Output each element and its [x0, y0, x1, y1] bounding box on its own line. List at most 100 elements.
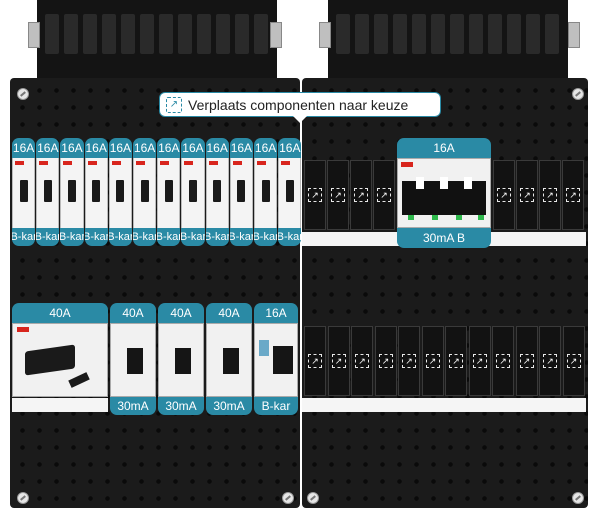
mcb-module[interactable]: [181, 158, 205, 228]
empty-slot[interactable]: ↗: [539, 326, 561, 396]
busbar-slot: [374, 14, 388, 54]
mcb-type-tag: B-kar: [133, 228, 157, 246]
mcb-module[interactable]: [84, 158, 108, 228]
empty-slot[interactable]: ↗: [327, 160, 349, 230]
empty-slot[interactable]: ↗: [515, 326, 538, 396]
mcb-type-tag: B-kar: [181, 228, 205, 246]
brand-logo: [401, 162, 413, 167]
mcb-type-tag: B-kar: [108, 228, 132, 246]
mcb-module[interactable]: [60, 158, 84, 228]
mcb-type-tag: B-kar: [157, 228, 181, 246]
brand-logo: [87, 161, 97, 165]
busbar-clip: [319, 22, 331, 48]
mcb-rating-tag: 16A: [133, 138, 157, 158]
screw: [17, 492, 29, 504]
status-indicator: [456, 215, 462, 220]
rcbo-rating-tag: 16A: [397, 138, 491, 158]
mcb-module[interactable]: [108, 158, 132, 228]
din-rail: [302, 398, 586, 412]
busbar-clip: [28, 22, 40, 48]
empty-slot[interactable]: ↗: [516, 160, 538, 230]
brand-logo: [111, 161, 121, 165]
brand-logo: [232, 161, 242, 165]
mcb-module[interactable]: [12, 158, 36, 228]
empty-slot[interactable]: ↗: [304, 326, 326, 396]
busbar-clip: [568, 22, 580, 48]
main-switch-rating-tag: 40A: [12, 303, 108, 323]
empty-slot[interactable]: ↗: [493, 160, 515, 230]
mcb-module[interactable]: [36, 158, 60, 228]
move-slot-icon: ↗: [520, 188, 534, 202]
screw: [572, 88, 584, 100]
move-slot-icon: ↗: [497, 188, 511, 202]
move-slot-icon: ↗: [402, 354, 416, 368]
rcd-lever: [223, 348, 239, 374]
empty-slot[interactable]: ↗: [304, 160, 326, 230]
empty-slot[interactable]: ↗: [327, 326, 350, 396]
brand-logo: [136, 161, 145, 165]
mcb-rating-tag: 16A: [36, 138, 60, 158]
rcbo-lever-highlight: [440, 177, 448, 189]
mcb-lever: [140, 180, 149, 202]
busbar-slot: [121, 14, 135, 54]
empty-slot[interactable]: ↗: [492, 326, 514, 396]
busbar-slot: [45, 14, 59, 54]
mcb-indicator: [259, 340, 269, 356]
tooltip-arrow: [293, 116, 307, 123]
move-slot-icon: ↗: [566, 354, 581, 368]
busbar-slot: [507, 14, 521, 54]
mcb-lever: [237, 180, 246, 202]
rcd-rating-tag-2: 40A: [158, 303, 204, 323]
move-slot-icon: ↗: [566, 188, 580, 202]
empty-slot[interactable]: ↗: [421, 326, 444, 396]
mcb-module[interactable]: [254, 158, 278, 228]
busbar-right: [328, 0, 568, 80]
mcb-type-tag: B-kar: [36, 228, 60, 246]
mcb-module[interactable]: [133, 158, 157, 228]
busbar-slot: [216, 14, 230, 54]
busbar-slot: [140, 14, 154, 54]
empty-slot[interactable]: ↗: [398, 326, 420, 396]
rcd-rating-tag-1: 40A: [110, 303, 156, 323]
rcd-lever: [175, 348, 191, 374]
empty-slot[interactable]: ↗: [539, 160, 561, 230]
mcb-module[interactable]: [278, 158, 302, 228]
rcd-module-1[interactable]: [110, 323, 156, 397]
screw: [307, 492, 319, 504]
brand-logo: [63, 161, 73, 165]
mcb-type-tag: B-kar: [60, 228, 84, 246]
empty-slot[interactable]: ↗: [373, 160, 395, 230]
empty-slot[interactable]: ↗: [351, 326, 373, 396]
empty-slot[interactable]: ↗: [374, 326, 397, 396]
rcd-type-tag-2: 30mA: [158, 397, 204, 415]
move-slot-icon: ↗: [355, 354, 369, 368]
din-rail: [12, 398, 108, 412]
mcb-lever: [213, 180, 222, 202]
busbar-slot: [469, 14, 483, 54]
mcb-type-tag: B-kar: [254, 228, 278, 246]
main-switch-module[interactable]: [12, 323, 108, 397]
move-slot-icon: ↗: [425, 354, 440, 368]
empty-slot[interactable]: ↗: [468, 326, 491, 396]
mcb-module[interactable]: [229, 158, 253, 228]
empty-slot[interactable]: ↗: [562, 160, 584, 230]
move-slot-icon: ↗: [449, 354, 463, 368]
empty-slot[interactable]: ↗: [445, 326, 467, 396]
brand-logo: [257, 161, 266, 165]
mcb-module[interactable]: [254, 323, 298, 397]
rcbo-lever-highlight: [416, 177, 424, 189]
mcb-module[interactable]: [157, 158, 181, 228]
mcb-lever: [116, 180, 125, 202]
mcb-module[interactable]: [205, 158, 229, 228]
move-slot-icon: ↗: [496, 354, 510, 368]
mcb-lever: [285, 180, 294, 202]
mcb-rating-tag: 16A: [12, 138, 36, 158]
mcb-rating-tag: 16A: [60, 138, 84, 158]
rcd-module-3[interactable]: [206, 323, 252, 397]
rcbo-module[interactable]: [397, 158, 491, 228]
brand-logo: [17, 327, 29, 332]
empty-slot[interactable]: ↗: [562, 326, 585, 396]
empty-slot[interactable]: ↗: [350, 160, 372, 230]
rcd-module-2[interactable]: [158, 323, 204, 397]
move-slot-icon: ↗: [308, 188, 322, 202]
